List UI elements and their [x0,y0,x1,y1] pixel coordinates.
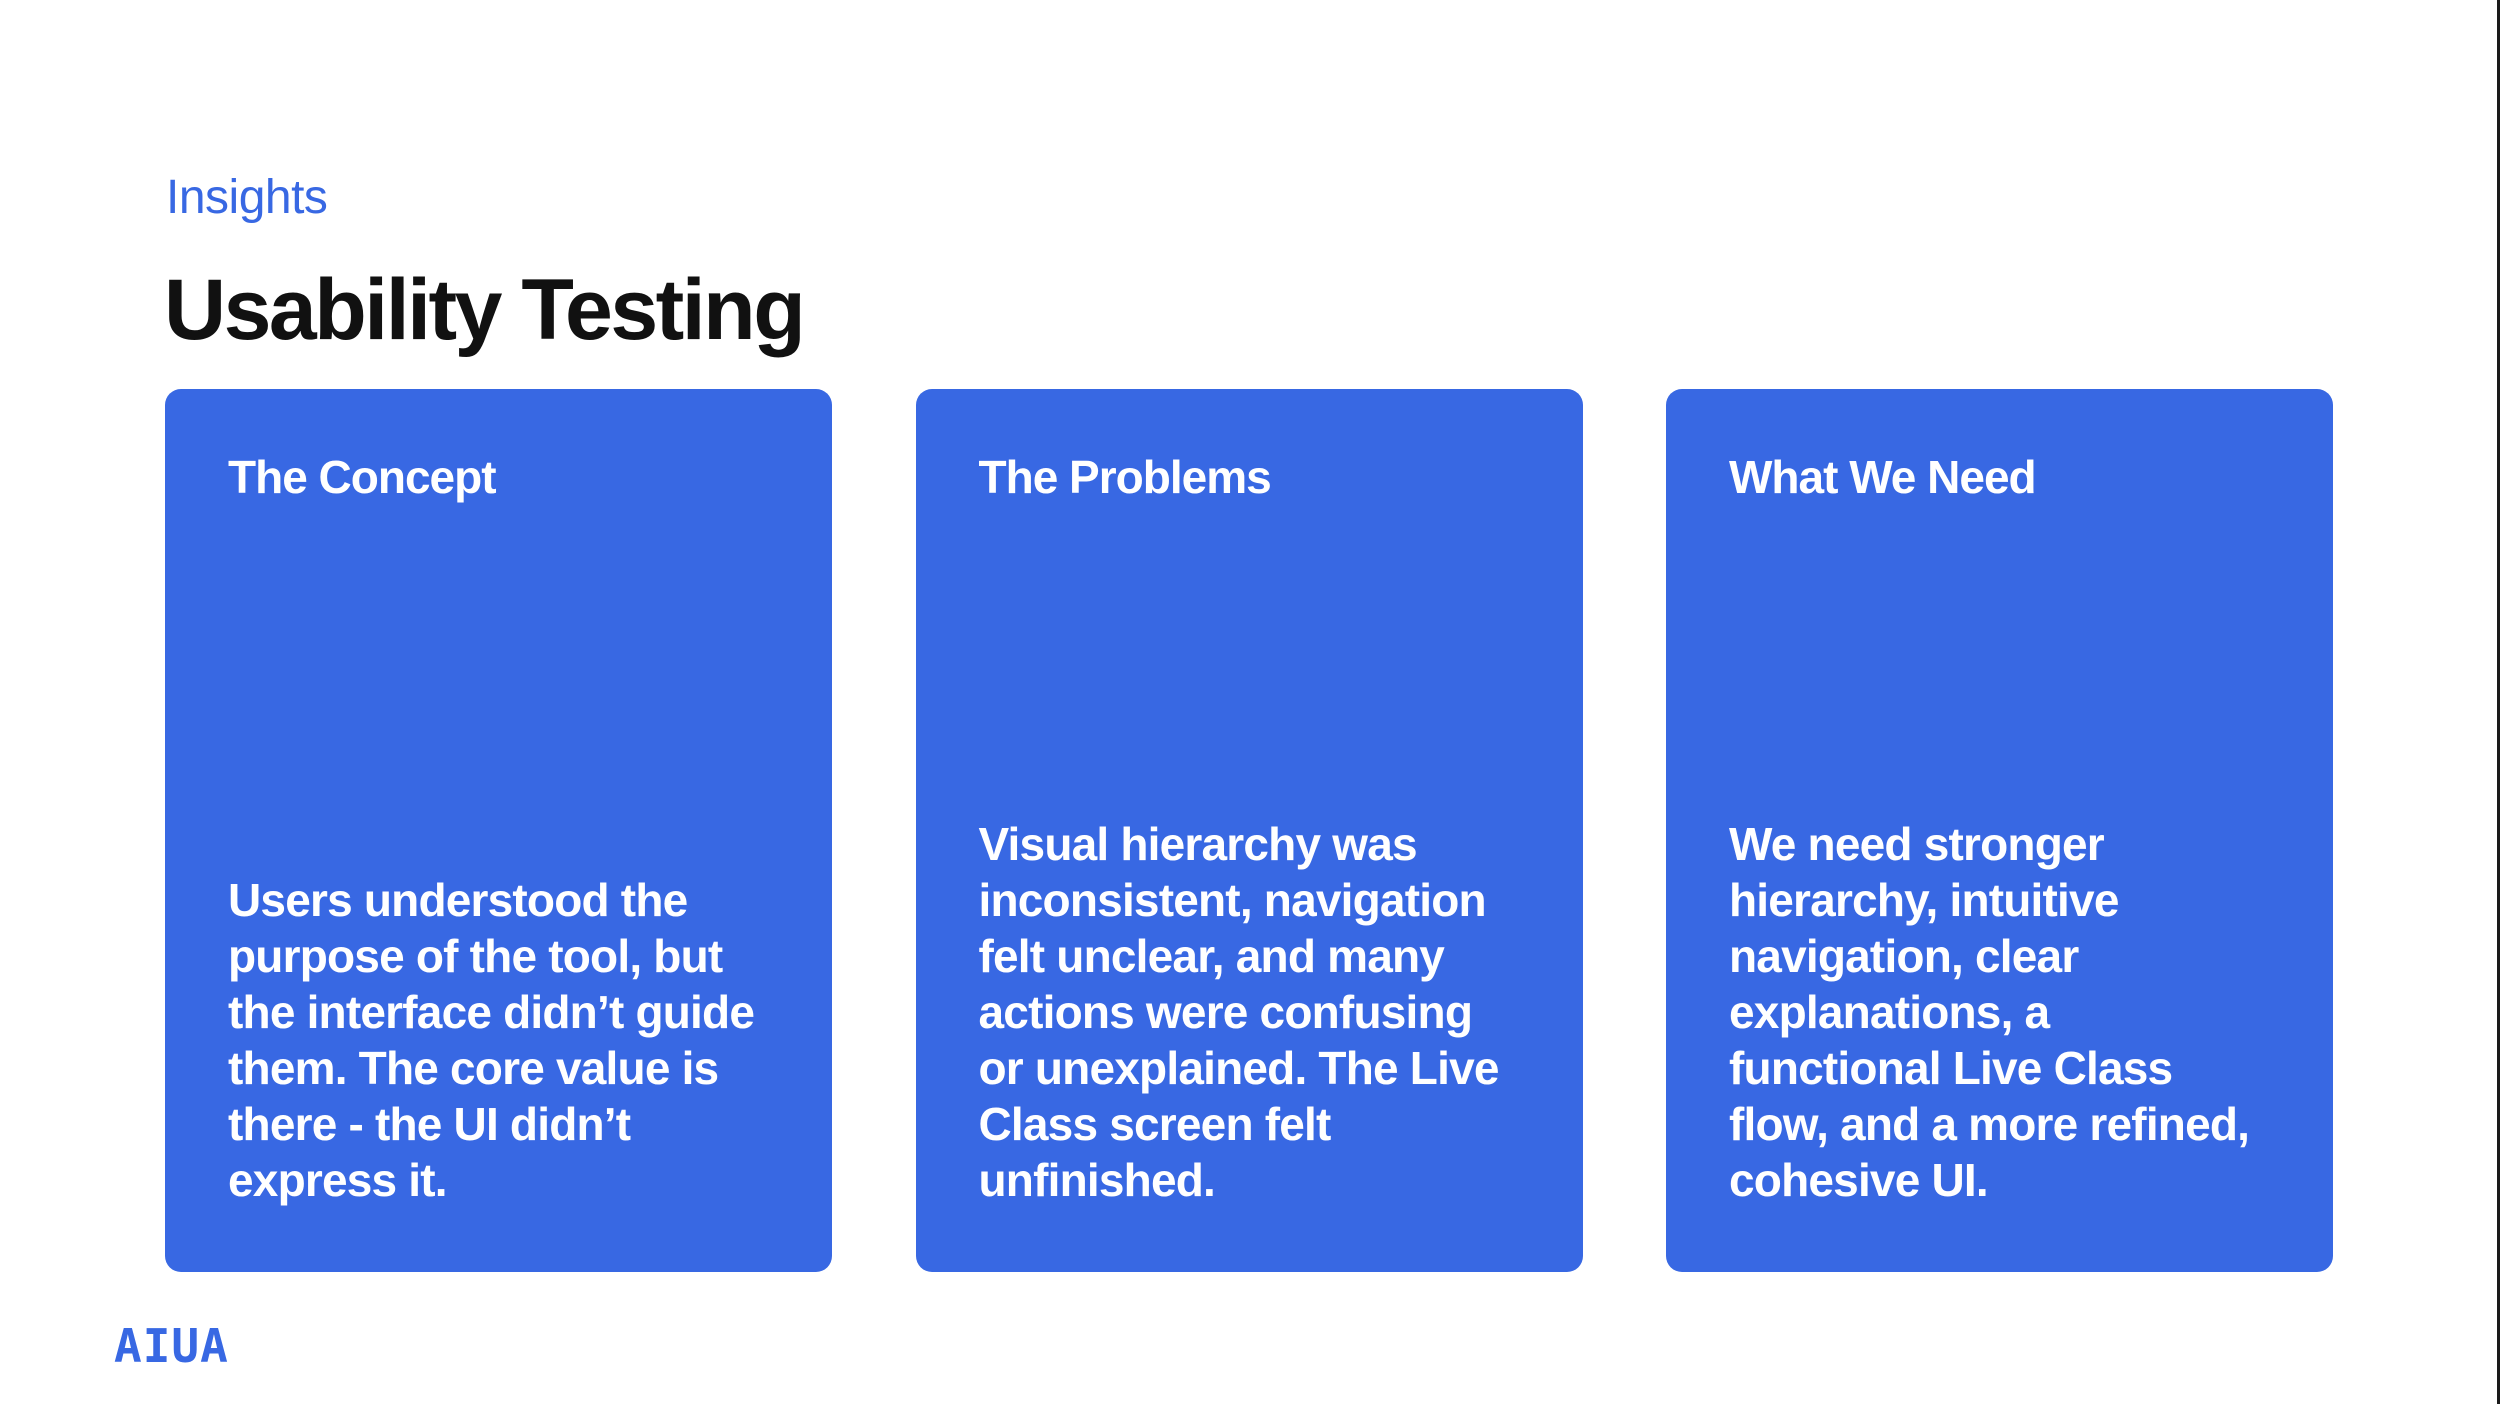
slide-right-border [2497,0,2500,1404]
card-the-problems: The Problems Visual hierarchy was incons… [915,389,1583,1272]
card-heading: The Problems [978,451,1272,503]
card-heading: What We Need [1729,451,2037,503]
card-heading: The Concept [228,451,497,503]
card-body: We need stronger hierarchy, intuitive na… [1729,818,2250,1206]
card-body: Visual hierarchy was inconsistent, navig… [978,818,1500,1206]
card-the-concept: The Concept Users understood the purpose… [165,389,832,1272]
card-what-we-need: What We Need We need stronger hierarchy,… [1666,389,2333,1272]
insight-cards: The Concept Users understood the purpose… [165,389,2333,1272]
page-title: Usability Testing [164,262,806,358]
card-body: Users understood the purpose of the tool… [228,874,755,1206]
section-eyebrow: Insights [166,171,328,224]
brand-logo: AIUA [114,1319,229,1373]
